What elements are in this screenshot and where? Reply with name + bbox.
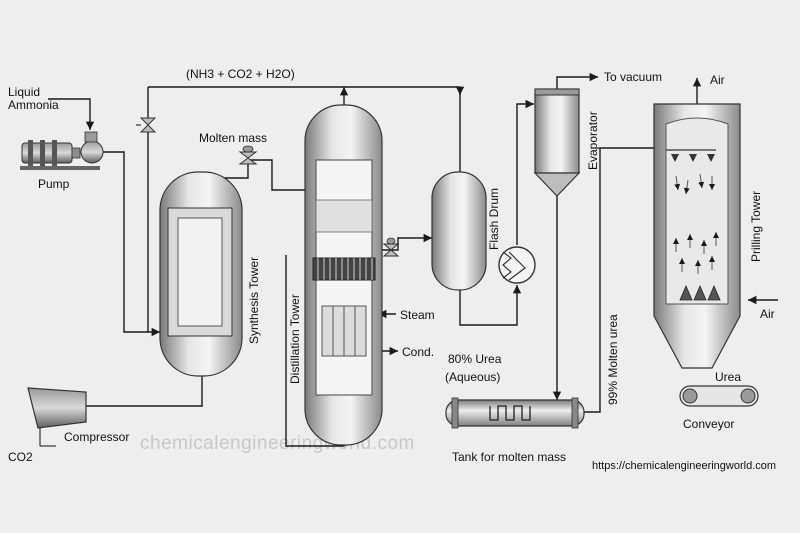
urea-80-label-line2: (Aqueous) bbox=[445, 370, 500, 384]
molten-mass-label: Molten mass bbox=[199, 131, 267, 145]
molten-mass-tank bbox=[445, 397, 585, 429]
molten-urea-99-label: 99% Molten urea bbox=[606, 314, 620, 405]
recycle-gas-label: (NH3 + CO2 + H2O) bbox=[186, 67, 295, 81]
steam-label: Steam bbox=[400, 308, 435, 322]
source-url: https://chemicalengineeringworld.com bbox=[592, 460, 776, 472]
flash-drum bbox=[431, 171, 487, 291]
conveyor-label: Conveyor bbox=[683, 417, 734, 431]
distillation-valve-icon bbox=[382, 237, 400, 257]
pump-label: Pump bbox=[38, 177, 70, 191]
prilling-tower bbox=[653, 103, 741, 369]
distillation-tower bbox=[304, 104, 383, 446]
compressor-label: Compressor bbox=[64, 430, 129, 444]
prilling-tower-label: Prilling Tower bbox=[749, 191, 763, 262]
heater-icon bbox=[498, 246, 536, 284]
co2-label: CO2 bbox=[8, 450, 33, 464]
urea-80-label-line1: 80% Urea bbox=[448, 352, 502, 366]
liquid-label-line1: Liquid bbox=[8, 85, 40, 99]
molten-mass-valve-icon bbox=[238, 145, 258, 165]
to-vacuum-label: To vacuum bbox=[604, 70, 662, 84]
ammonia-label-line2: Ammonia bbox=[8, 98, 59, 112]
urea-label: Urea bbox=[715, 370, 741, 384]
evaporator-label: Evaporator bbox=[586, 111, 600, 170]
synthesis-tower bbox=[159, 171, 243, 377]
synthesis-tower-label: Synthesis Tower bbox=[247, 257, 261, 344]
recycle-valve-icon bbox=[136, 117, 157, 133]
compressor bbox=[27, 387, 87, 447]
pump bbox=[20, 131, 104, 170]
flash-drum-label: Flash Drum bbox=[487, 188, 501, 250]
conveyor-icon bbox=[679, 385, 759, 407]
air-top-label: Air bbox=[710, 73, 725, 87]
cond-label: Cond. bbox=[402, 345, 434, 359]
distillation-tower-label: Distillation Tower bbox=[288, 294, 302, 384]
evaporator bbox=[533, 88, 581, 197]
tank-label: Tank for molten mass bbox=[452, 450, 566, 464]
watermark-text: chemicalengineeringworld.com bbox=[140, 433, 415, 454]
pipes bbox=[48, 72, 778, 447]
air-side-label: Air bbox=[760, 307, 775, 321]
